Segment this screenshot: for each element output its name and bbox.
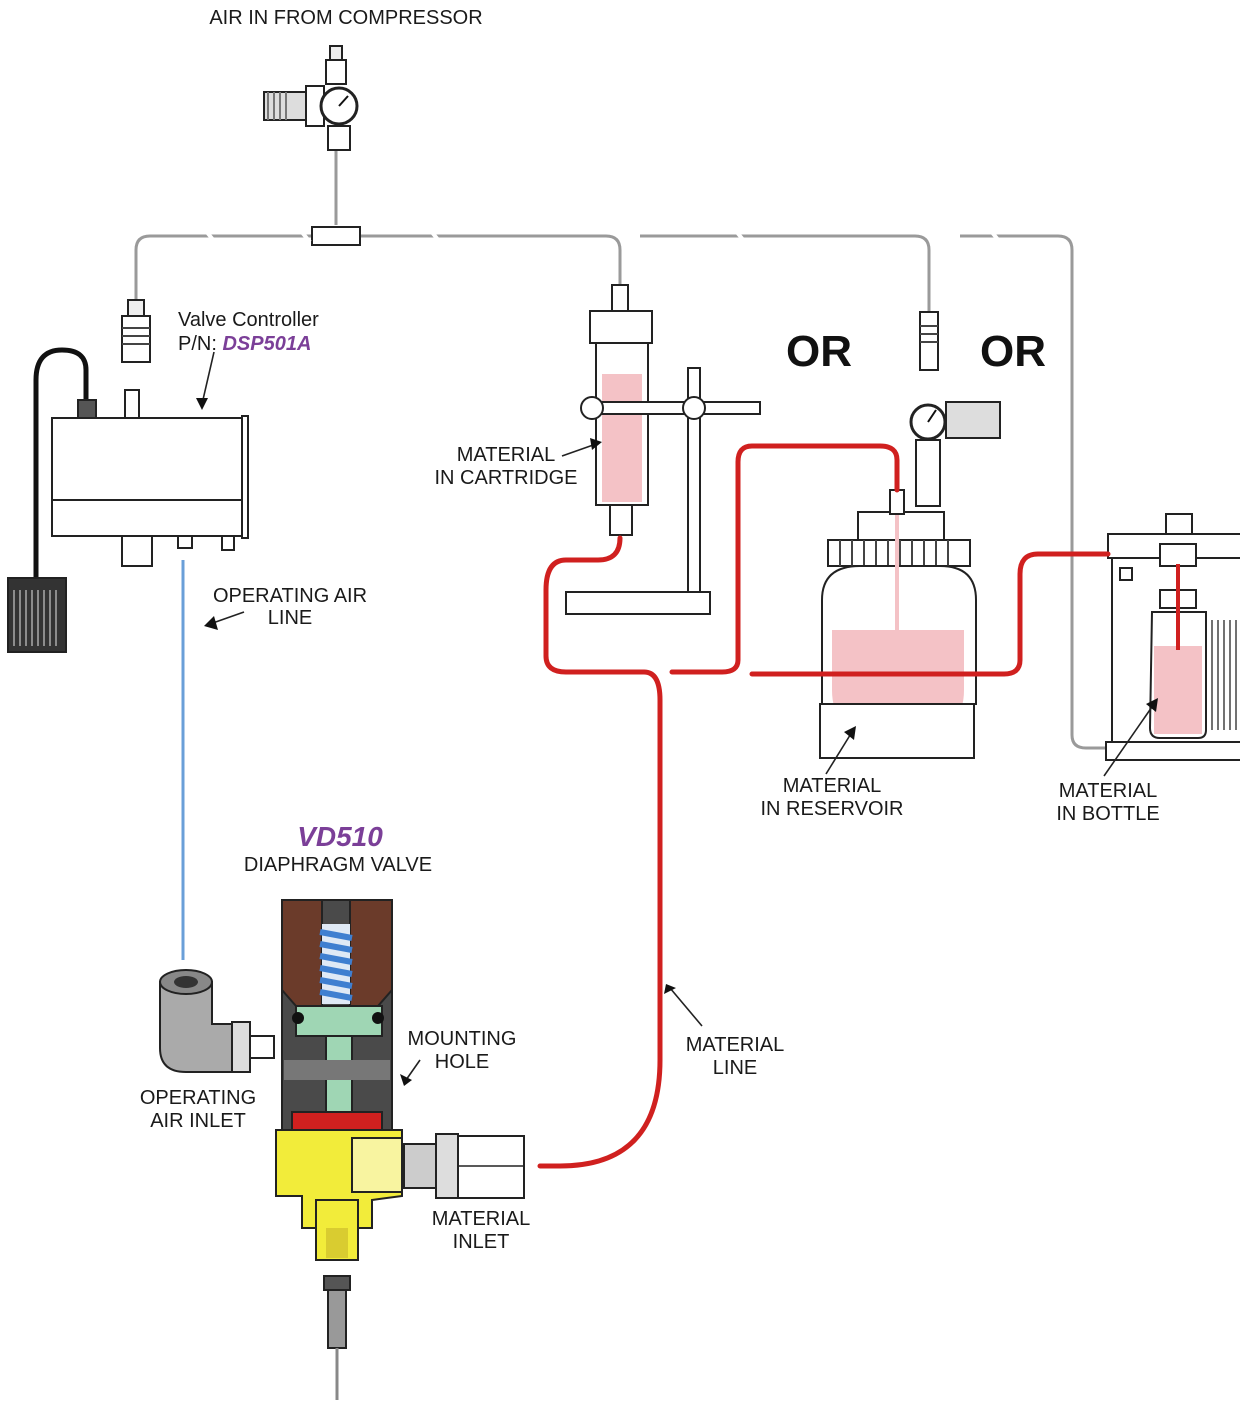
op-air-inlet-label-line1: OPERATING (140, 1087, 256, 1109)
valve-model-label: VD510 (297, 821, 383, 852)
material-cartridge (565, 284, 761, 615)
air-inlet-elbow-icon (159, 969, 275, 1073)
air-in-label: AIR IN FROM COMPRESSOR (209, 7, 482, 29)
controller-name-label: Valve Controller (178, 309, 319, 331)
mounting-hole-label-line1: MOUNTING (408, 1028, 517, 1050)
controller-pn-number: DSP501A (222, 333, 311, 355)
material-line-label-line2: LINE (713, 1057, 757, 1079)
valve-type-label: DIAPHRAGM VALVE (244, 854, 432, 876)
material-line-label-line1: MATERIAL (686, 1034, 785, 1056)
or-label-2: OR (980, 327, 1046, 376)
material-inlet-label-line2: INLET (453, 1231, 510, 1253)
valve-controller (7, 299, 249, 653)
diaphragm-valve (275, 899, 525, 1400)
cartridge-label-line2: IN CARTRIDGE (435, 467, 578, 489)
bottle-label-line2: IN BOTTLE (1056, 803, 1159, 825)
cartridge-label-line1: MATERIAL (457, 444, 556, 466)
op-air-line-label-line1: OPERATING AIR (213, 585, 367, 607)
bottle-label-line1: MATERIAL (1059, 780, 1158, 802)
mounting-hole-label-line2: HOLE (435, 1051, 489, 1073)
or-label-1: OR (786, 327, 852, 376)
label-arrows (196, 351, 1158, 1086)
op-air-inlet-label-line2: AIR INLET (150, 1110, 246, 1132)
reservoir-label-line2: IN RESERVOIR (761, 798, 904, 820)
air-regulator-icon (263, 45, 359, 151)
reservoir-label-line1: MATERIAL (783, 775, 882, 797)
controller-pn-label: P/N: DSP501A (178, 333, 311, 355)
controller-pn-prefix: P/N: (178, 333, 222, 355)
air-supply-tubing (134, 150, 1108, 750)
op-air-line-label-line2: LINE (268, 607, 312, 629)
material-lines (537, 443, 1111, 1169)
material-bottle (1105, 513, 1240, 761)
material-reservoir (819, 311, 1001, 759)
material-inlet-label-line1: MATERIAL (432, 1208, 531, 1230)
